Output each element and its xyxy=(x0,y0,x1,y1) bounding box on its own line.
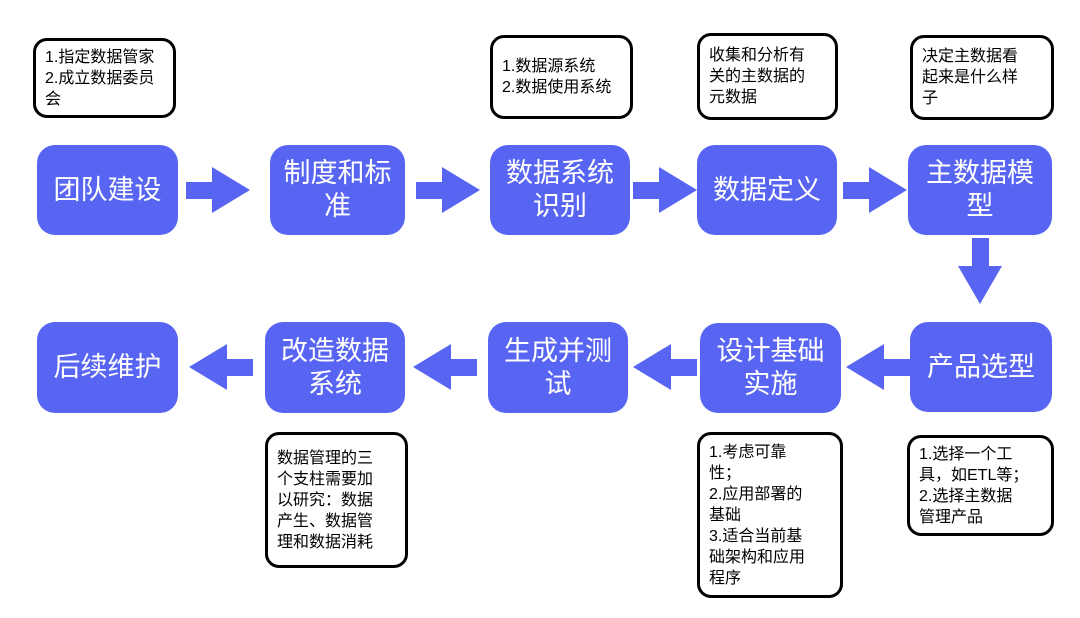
flow-node-product-selection: 产品选型 xyxy=(910,322,1052,412)
arrow-right-icon-team-to-standards xyxy=(186,167,250,213)
callout-text: 收集和分析有 关的主数据的 元数据 xyxy=(709,47,806,106)
arrow-head xyxy=(189,344,227,390)
callout-text: 1.指定数据管家 2.成立数据委员 会 xyxy=(45,48,155,108)
flow-node-master-data-model: 主数据模型 xyxy=(908,145,1052,235)
arrow-right-icon-identification-to-definition xyxy=(633,167,697,213)
callout-text: 1.数据源系统 2.数据使用系统 xyxy=(502,58,612,96)
callout-design-infrastructure: 1.考虑可靠 性； 2.应用部署的 基础 3.适合当前基 础架构和应用 程序 xyxy=(697,432,843,598)
callout-transform-systems: 数据管理的三 个支柱需要加 以研究：数据 产生、数据管 理和数据消耗 xyxy=(265,432,408,568)
callout-text: 数据管理的三 个支柱需要加 以研究：数据 产生、数据管 理和数据消耗 xyxy=(277,449,374,551)
arrow-tail xyxy=(227,358,253,376)
arrow-head xyxy=(869,167,907,213)
callout-master-data-model: 决定主数据看 起来是什么样 子 xyxy=(910,35,1054,120)
arrow-tail xyxy=(186,181,212,199)
arrow-left-icon-selection-to-design xyxy=(846,344,910,390)
arrow-tail xyxy=(843,181,869,199)
flow-node-transform-systems: 改造数据系统 xyxy=(265,322,405,413)
callout-product-selection: 1.选择一个工 具，如ETL等； 2.选择主数据 管理产品 xyxy=(907,435,1054,536)
arrow-tail xyxy=(884,358,910,376)
arrow-tail xyxy=(671,358,697,376)
flow-node-standards: 制度和标准 xyxy=(270,145,405,235)
callout-team-building: 1.指定数据管家 2.成立数据委员 会 xyxy=(33,38,176,118)
arrow-head xyxy=(659,167,697,213)
callout-text: 1.考虑可靠 性； 2.应用部署的 基础 3.适合当前基 础架构和应用 程序 xyxy=(709,443,806,587)
arrow-left-icon-build-to-transform xyxy=(413,344,477,390)
arrow-head xyxy=(442,167,480,213)
arrow-head xyxy=(212,167,250,213)
flow-node-maintenance: 后续维护 xyxy=(37,322,178,413)
arrow-tail xyxy=(971,238,989,266)
arrow-head xyxy=(846,344,884,390)
arrow-tail xyxy=(633,181,659,199)
arrow-head xyxy=(413,344,451,390)
flow-node-system-identification: 数据系统识别 xyxy=(490,145,630,235)
callout-data-definition: 收集和分析有 关的主数据的 元数据 xyxy=(697,33,838,120)
arrow-head xyxy=(633,344,671,390)
arrow-right-icon-definition-to-model xyxy=(843,167,907,213)
callout-system-identification: 1.数据源系统 2.数据使用系统 xyxy=(490,35,633,119)
arrow-left-icon-transform-to-maintenance xyxy=(189,344,253,390)
flow-node-build-and-test: 生成并测试 xyxy=(488,322,628,413)
flow-node-data-definition: 数据定义 xyxy=(697,145,837,235)
callout-text: 1.选择一个工 具，如ETL等； 2.选择主数据 管理产品 xyxy=(919,445,1029,526)
flow-node-design-infrastructure: 设计基础实施 xyxy=(700,323,841,413)
callout-text: 决定主数据看 起来是什么样 子 xyxy=(922,48,1019,107)
arrow-down-icon-model-to-selection xyxy=(958,238,1002,304)
arrow-tail xyxy=(451,358,477,376)
arrow-head xyxy=(958,266,1002,304)
arrow-right-icon-standards-to-identification xyxy=(416,167,480,213)
arrow-tail xyxy=(416,181,442,199)
arrow-left-icon-design-to-build xyxy=(633,344,697,390)
flow-node-team-building: 团队建设 xyxy=(37,145,178,235)
